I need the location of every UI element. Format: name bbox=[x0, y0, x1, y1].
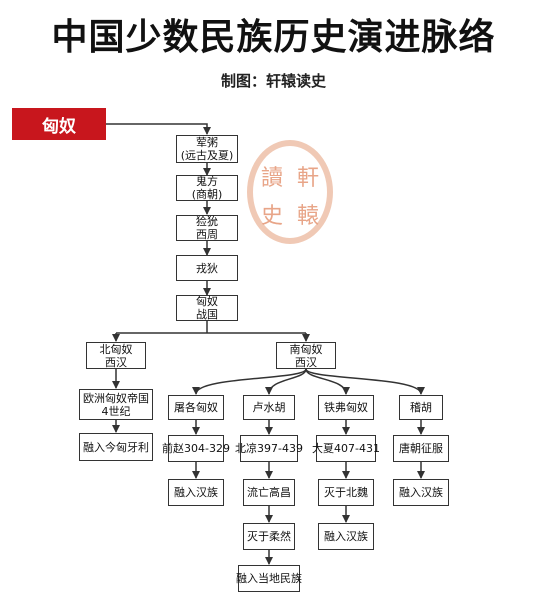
node-exile-gaochang: 流亡高昌 bbox=[243, 479, 295, 506]
node-label: 欧洲匈奴帝国 bbox=[83, 391, 149, 405]
node-rongdi: 戎狄 bbox=[176, 255, 238, 281]
node-label: 融入今匈牙利 bbox=[83, 440, 149, 454]
node-da-xia: 大夏407-431 bbox=[312, 435, 380, 462]
node-label: 流亡高昌 bbox=[247, 486, 291, 499]
node-label: 融入汉族 bbox=[174, 486, 218, 499]
node-xunyu: 荤粥 (远古及夏) bbox=[176, 135, 238, 163]
node-label: 匈奴 bbox=[196, 295, 218, 308]
page-title: 中国少数民族历史演进脉络 bbox=[51, 17, 496, 58]
node-label: 铁弗匈奴 bbox=[324, 401, 368, 414]
node-tang-conquest: 唐朝征服 bbox=[393, 435, 449, 462]
node-label: 鬼方 bbox=[196, 175, 218, 188]
node-label: 北匈奴 bbox=[99, 342, 133, 356]
node-merged-han-1: 融入汉族 bbox=[168, 479, 224, 506]
watermark-char: 史 bbox=[261, 204, 284, 229]
diagram-credit: 制图：轩辕读史 bbox=[220, 72, 326, 90]
node-label: 戎狄 bbox=[196, 261, 218, 275]
node-merged-han-3: 融入汉族 bbox=[318, 523, 374, 550]
node-label: 灭于北魏 bbox=[324, 486, 368, 499]
node-northern-liang: 北凉397-439 bbox=[235, 435, 303, 462]
node-label: 南匈奴 bbox=[289, 342, 323, 356]
node-label: 北凉397-439 bbox=[235, 442, 303, 455]
node-label: 猃狁 bbox=[196, 215, 218, 228]
node-sublabel: 4世纪 bbox=[101, 404, 131, 418]
node-label: 融入当地民族 bbox=[236, 572, 302, 585]
node-sublabel: 战国 bbox=[196, 308, 218, 321]
node-label: 唐朝征服 bbox=[399, 442, 443, 455]
node-south-xiongnu: 南匈奴 西汉 bbox=[276, 342, 336, 369]
node-merged-han-4: 融入汉族 bbox=[393, 479, 449, 506]
node-north-xiongnu: 北匈奴 西汉 bbox=[86, 342, 146, 369]
node-merged-local-peoples: 融入当地民族 bbox=[236, 565, 302, 592]
node-label: 前赵304-329 bbox=[162, 442, 230, 455]
node-destroyed-by-northern-wei: 灭于北魏 bbox=[318, 479, 374, 506]
node-xiongnu-warring-states: 匈奴 战国 bbox=[176, 295, 238, 321]
node-tiefu-xiongnu: 铁弗匈奴 bbox=[318, 395, 374, 420]
node-ji-hu: 稽胡 bbox=[399, 395, 443, 420]
node-label: 融入汉族 bbox=[324, 530, 368, 543]
node-lushui-hu: 卢水胡 bbox=[243, 395, 295, 420]
watermark-char: 轅 bbox=[297, 204, 320, 229]
node-sublabel: (远古及夏) bbox=[180, 149, 234, 162]
node-sublabel: 西周 bbox=[196, 228, 218, 241]
node-label: 荤粥 bbox=[196, 136, 218, 149]
node-european-hun-empire: 欧洲匈奴帝国 4世纪 bbox=[79, 389, 153, 420]
node-label: 卢水胡 bbox=[252, 401, 286, 414]
node-label: 大夏407-431 bbox=[312, 442, 380, 455]
node-former-zhao: 前赵304-329 bbox=[162, 435, 230, 462]
root-node-xiongnu: 匈奴 bbox=[12, 108, 106, 140]
node-label: 屠各匈奴 bbox=[174, 401, 218, 414]
node-guifang: 鬼方 (商朝) bbox=[176, 175, 238, 201]
node-sublabel: 西汉 bbox=[105, 355, 127, 369]
node-merged-hungary: 融入今匈牙利 bbox=[79, 433, 153, 461]
node-xianyun: 猃狁 西周 bbox=[176, 215, 238, 241]
watermark-char: 軒 bbox=[297, 166, 320, 191]
node-sublabel: 西汉 bbox=[295, 355, 317, 369]
node-label: 融入汉族 bbox=[399, 486, 443, 499]
watermark-char: 讀 bbox=[261, 166, 284, 191]
node-sublabel: (商朝) bbox=[191, 188, 223, 201]
node-label: 灭于柔然 bbox=[247, 530, 291, 543]
node-label: 稽胡 bbox=[410, 401, 432, 414]
watermark-seal: 讀 軒 史 轅 bbox=[247, 140, 333, 244]
node-destroyed-by-rouran: 灭于柔然 bbox=[243, 523, 295, 550]
node-tuge-xiongnu: 屠各匈奴 bbox=[168, 395, 224, 420]
